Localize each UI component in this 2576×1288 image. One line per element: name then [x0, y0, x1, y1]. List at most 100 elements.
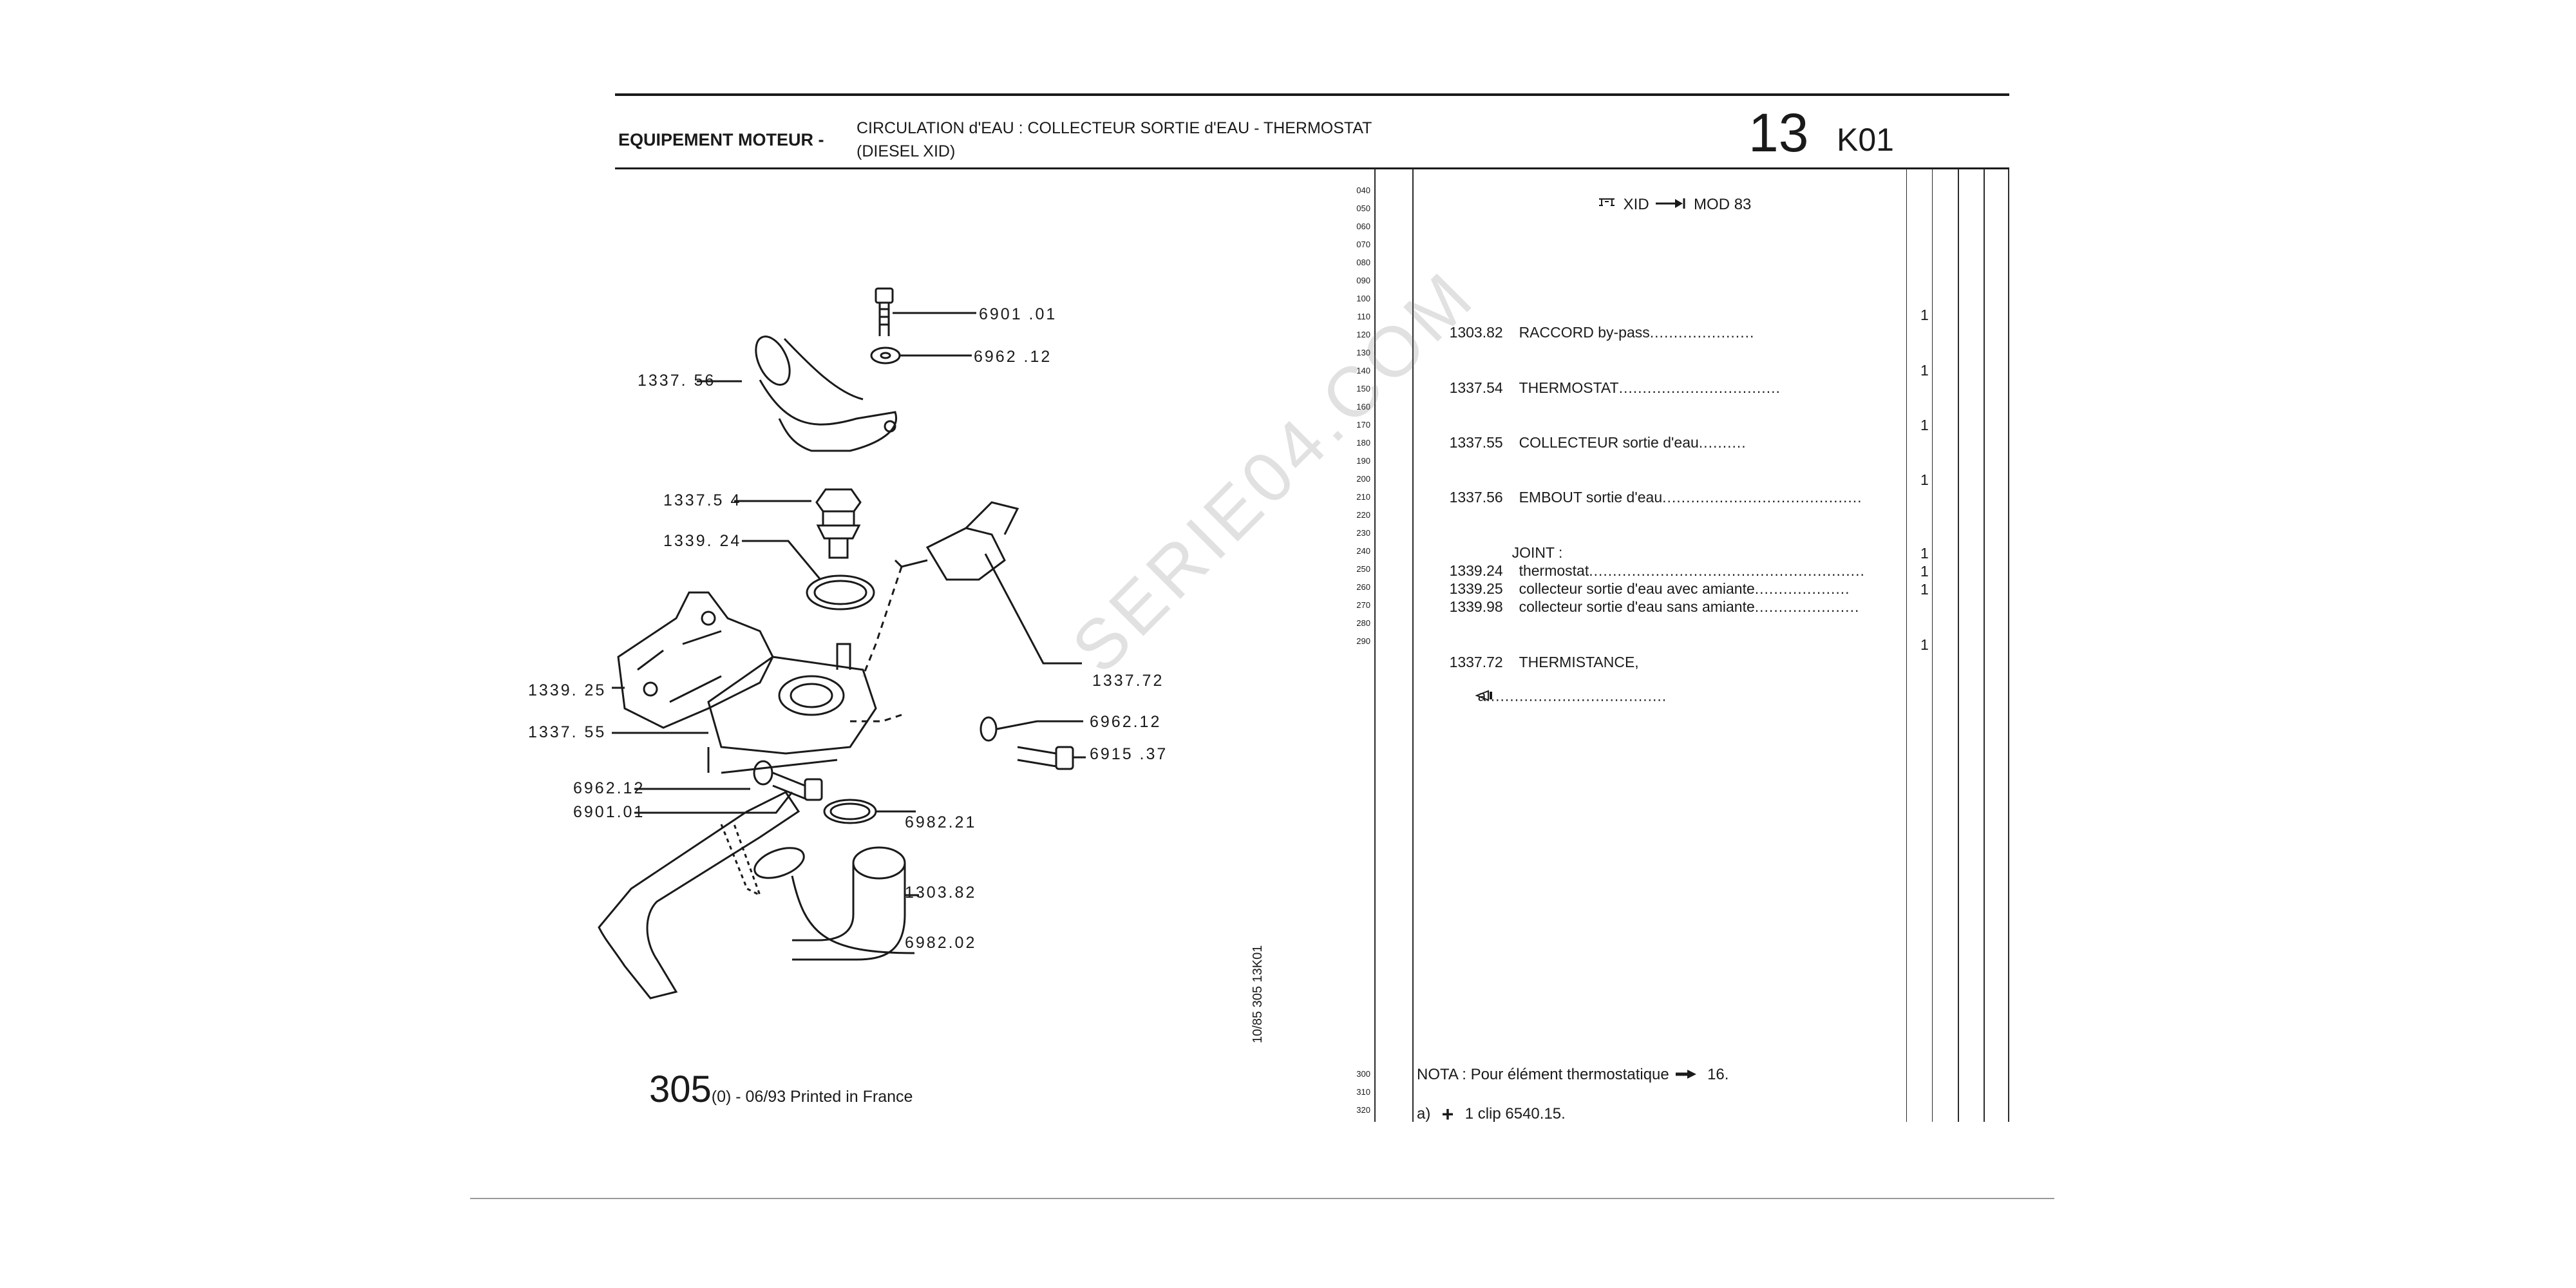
footer-model-number: 305 — [649, 1068, 712, 1110]
connector-symbol-icon — [1450, 671, 1492, 723]
line-code: 170 — [1356, 420, 1370, 430]
water-housing-1337-55 — [612, 643, 902, 774]
arrow-to-bar-icon — [1653, 196, 1689, 214]
header-top-rule — [615, 93, 2009, 96]
line-code: 080 — [1356, 258, 1370, 267]
part-code: 1337.72 — [1449, 654, 1503, 670]
arrow-right-icon — [1673, 1066, 1703, 1084]
header-bottom-rule — [615, 167, 2009, 169]
part-name: COLLECTEUR sortie d'eau — [1519, 434, 1699, 451]
nota-text: NOTA : Pour élément thermostatique — [1417, 1066, 1669, 1083]
line-code: 180 — [1356, 438, 1370, 448]
list-item: JOINT : — [1495, 527, 1563, 579]
line-code: 290 — [1356, 636, 1370, 646]
callout-6901-01-top: 6901 .01 — [979, 305, 1057, 323]
hose-clip-6982-02 — [753, 847, 915, 954]
exploded-diagram — [598, 287, 1086, 999]
callout-6982-21: 6982.21 — [905, 813, 977, 831]
table-line-codes-divider — [1374, 169, 1376, 1122]
line-code: 240 — [1356, 546, 1370, 556]
leader-dots: ...................... — [1754, 598, 1860, 615]
part-name: RACCORD by-pass — [1519, 324, 1650, 341]
table-col-divider-4 — [1984, 169, 1985, 1122]
callout-1339-25: 1339. 25 — [528, 681, 607, 699]
callout-6962-12-low: 6962.12 — [573, 779, 645, 797]
footer-print-info: (0) - 06/93 Printed in France — [711, 1088, 913, 1106]
leader-dots: ...................................... — [1486, 687, 1667, 705]
part-name: thermostat — [1519, 562, 1589, 579]
line-code: 040 — [1356, 185, 1370, 195]
footer: 305(0) - 06/93 Printed in France — [649, 1068, 913, 1111]
line-code: 070 — [1356, 240, 1370, 249]
part-qty: 1 — [1920, 471, 1929, 488]
leader-dots: .......... — [1698, 434, 1747, 451]
thermistance-1337-72 — [862, 501, 1082, 677]
callout-1337-55: 1337. 55 — [528, 723, 607, 741]
line-code: 090 — [1356, 276, 1370, 285]
header-title-line1: CIRCULATION d'EAU : COLLECTEUR SORTIE d'… — [857, 119, 1372, 137]
callout-1337-72: 1337.72 — [1092, 672, 1164, 690]
bolt-6901-01-low — [634, 772, 823, 814]
engine-symbol-icon — [1597, 195, 1619, 215]
note-a-line: a) + 1 clip 6540.15. — [1417, 1103, 1566, 1126]
nota-line: NOTA : Pour élément thermostatique 16. — [1417, 1066, 1728, 1084]
water-outlet-1337-56 — [697, 336, 898, 452]
line-code: 190 — [1356, 456, 1370, 466]
line-code: 220 — [1356, 510, 1370, 520]
hose-clip-6982-21 — [823, 799, 916, 824]
table-col-divider-5 — [2008, 169, 2009, 1122]
part-qty: 1 — [1920, 362, 1929, 379]
line-code: 130 — [1356, 348, 1370, 357]
callout-6982-02: 6982.02 — [905, 934, 977, 952]
part-code: 1337.55 — [1449, 434, 1503, 451]
gasket-1339-25 — [612, 591, 774, 729]
line-code: 060 — [1356, 222, 1370, 231]
plus-icon: + — [1441, 1103, 1454, 1126]
bolt-6901-01-top — [875, 287, 976, 336]
washer-6962-12-mid — [980, 716, 1083, 742]
callout-1339-24: 1339. 24 — [663, 532, 742, 550]
line-code: 260 — [1356, 582, 1370, 592]
part-qty: 1 — [1920, 636, 1929, 653]
list-item: 1337.55 COLLECTEUR sortie d'eau.......... — [1433, 417, 1747, 469]
line-code: 270 — [1356, 600, 1370, 610]
line-code: 050 — [1356, 204, 1370, 213]
line-code: 280 — [1356, 618, 1370, 628]
line-code: 230 — [1356, 528, 1370, 538]
table-desc-divider — [1412, 169, 1414, 1122]
part-code: 1337.56 — [1449, 489, 1503, 506]
applicability-condition: XID MOD 83 — [1597, 195, 1751, 215]
part-qty: 1 — [1920, 307, 1929, 323]
callout-6962-12-top: 6962 .12 — [974, 348, 1052, 366]
bolt-6915-37 — [1017, 746, 1086, 770]
line-code: 210 — [1356, 492, 1370, 502]
part-code: 1337.54 — [1449, 379, 1503, 396]
washer-6962-12-low — [634, 760, 773, 790]
section-title: EQUIPEMENT MOTEUR - — [618, 130, 824, 149]
side-reference: 10/85 305 13K01 — [1251, 945, 1265, 1043]
line-code: 140 — [1356, 366, 1370, 375]
condition-until: MOD 83 — [1694, 195, 1752, 213]
condition-model: XID — [1623, 195, 1649, 213]
table-col-divider-3 — [1958, 169, 1959, 1122]
thermostat-1337-54 — [734, 488, 862, 559]
callout-6962-12-mid: 6962.12 — [1090, 713, 1162, 731]
line-code: 320 — [1356, 1105, 1370, 1115]
note-a-text: 1 clip 6540.15. — [1464, 1104, 1566, 1122]
line-code: 150 — [1356, 384, 1370, 393]
page-code: K01 — [1837, 122, 1894, 158]
line-code: 200 — [1356, 474, 1370, 484]
line-code: 110 — [1357, 312, 1370, 321]
washer-6962-12-top — [870, 346, 972, 365]
table-qty-divider — [1906, 169, 1907, 1122]
leader-dots: ........................................… — [1589, 562, 1865, 579]
line-code: 250 — [1356, 564, 1370, 574]
bypass-fitting-1303-82 — [792, 846, 919, 961]
line-code: 120 — [1356, 330, 1370, 339]
